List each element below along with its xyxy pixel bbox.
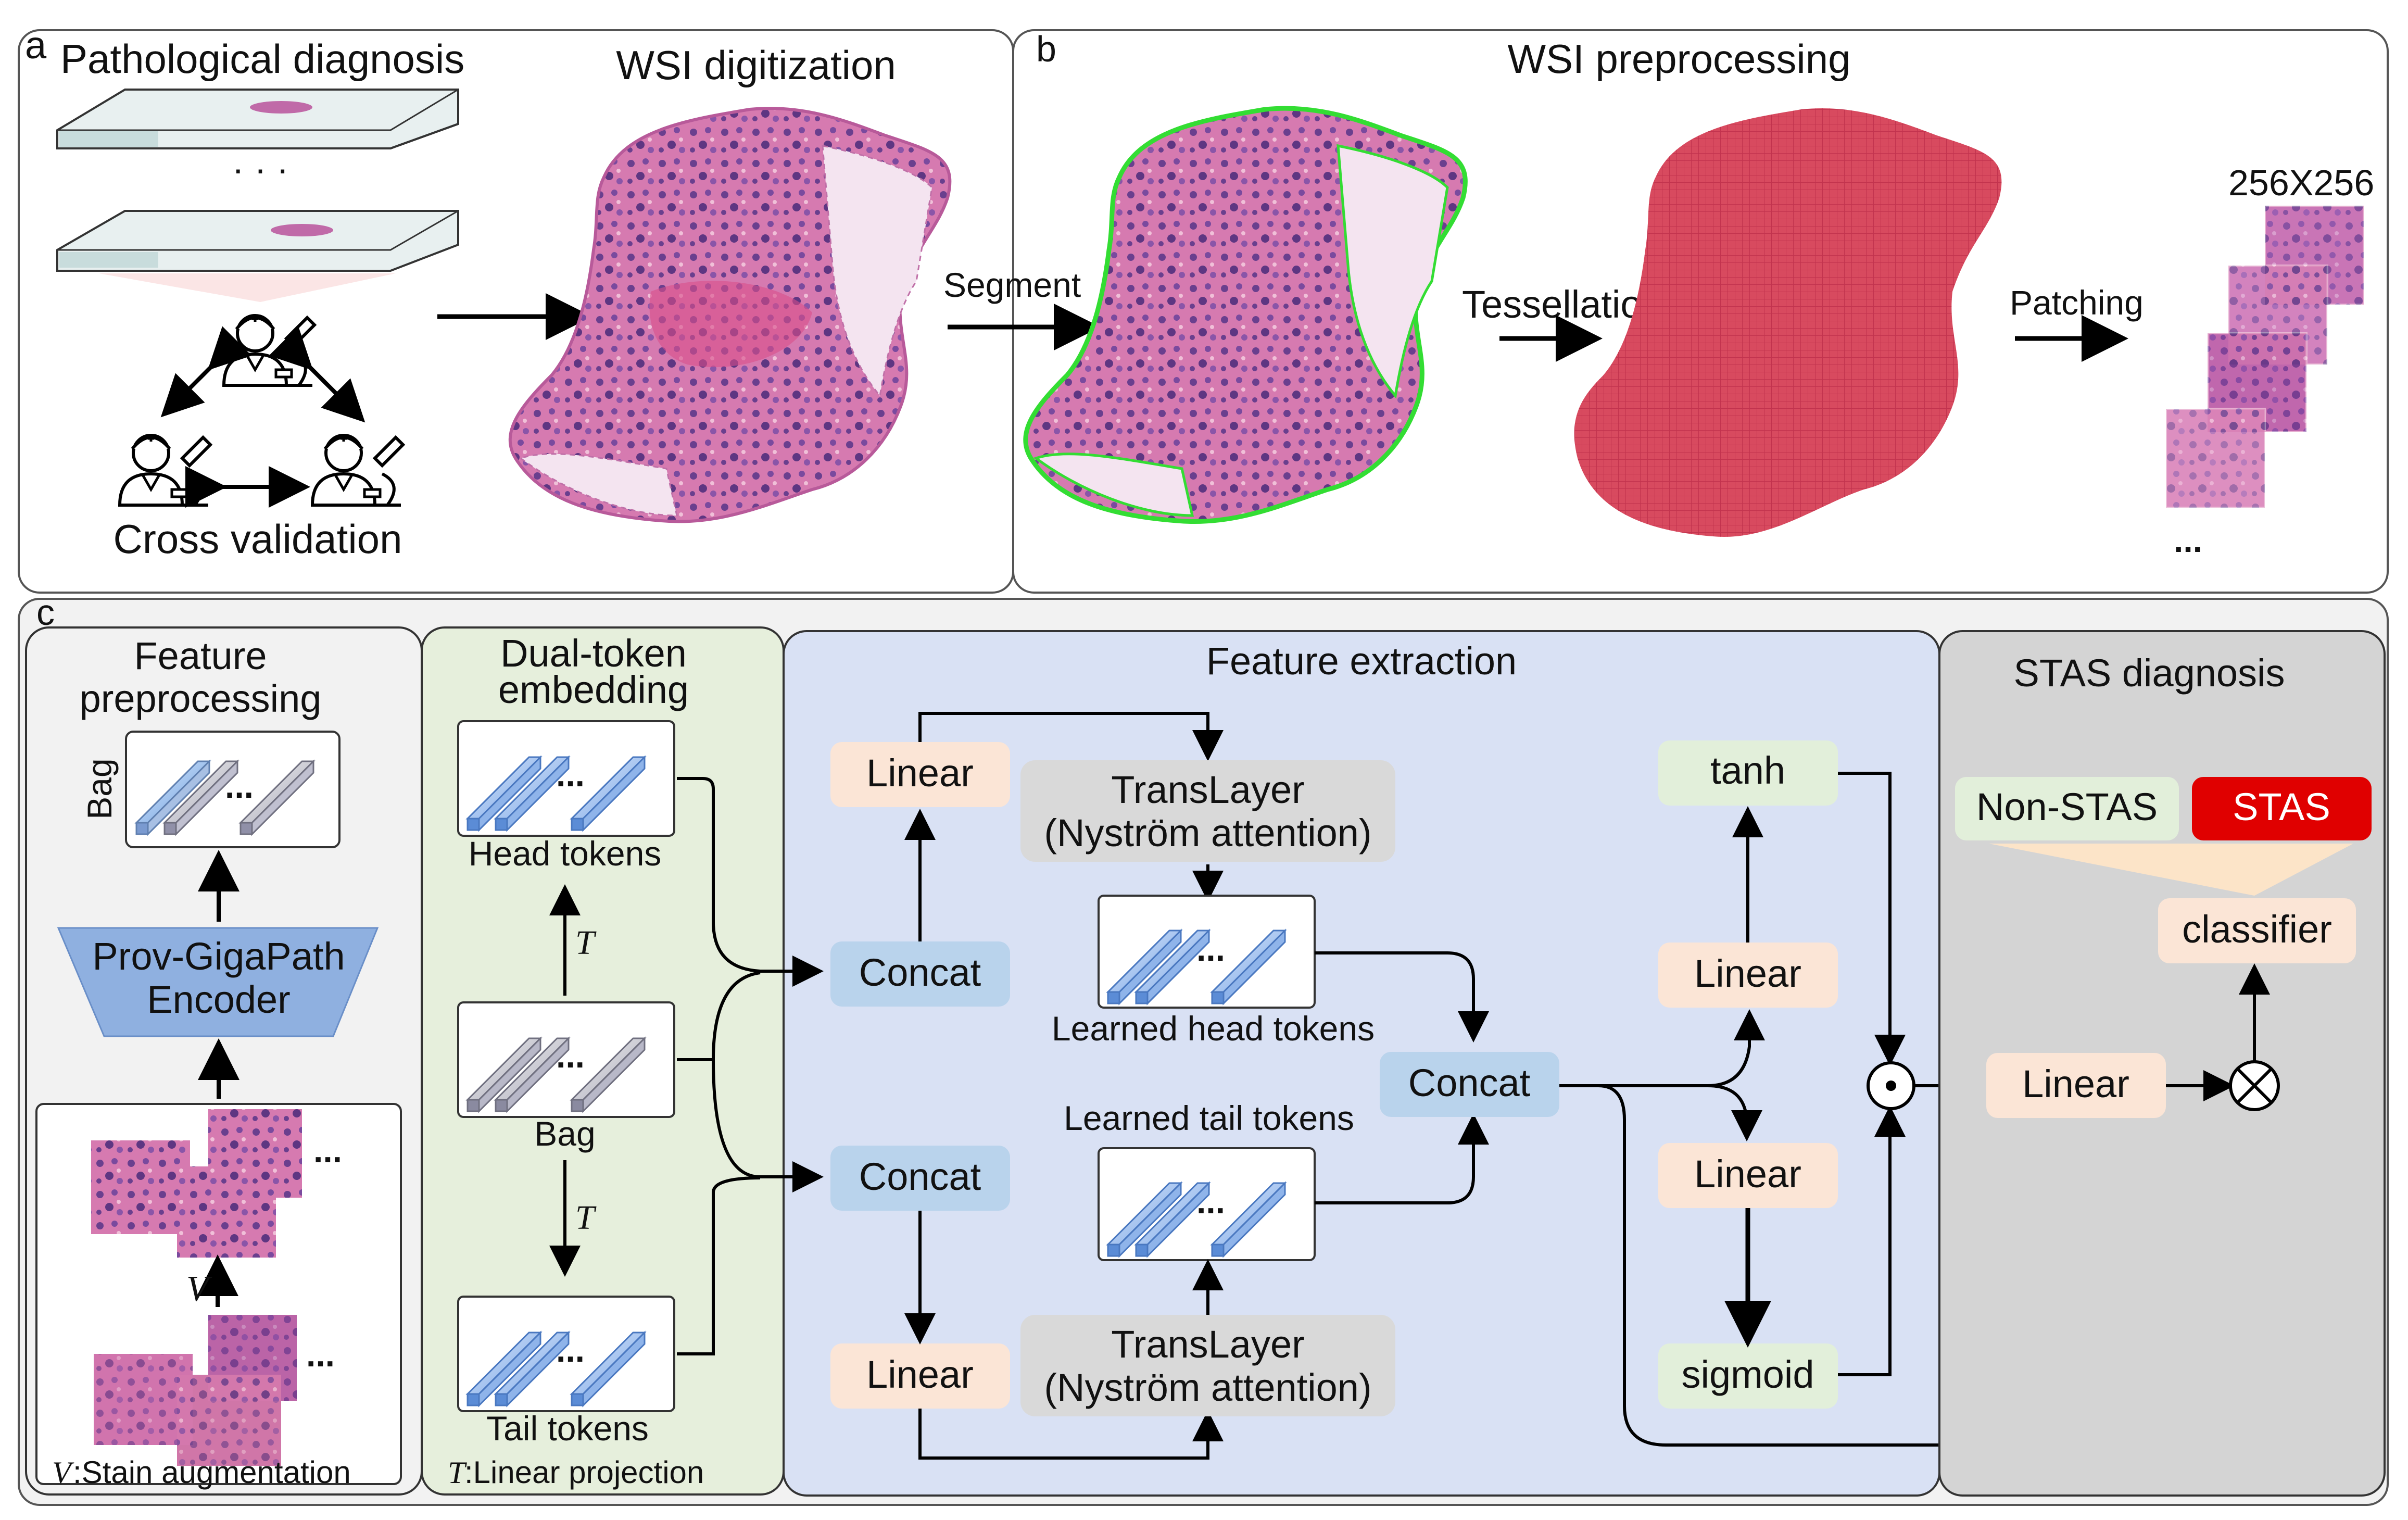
tanh-label: tanh xyxy=(1710,749,1785,792)
classifier-label: classifier xyxy=(2182,908,2332,951)
linear-tanh-label: Linear xyxy=(1694,952,1801,995)
translayer-top-title-2: (Nyström attention) xyxy=(1044,811,1371,855)
augment-dots-top: ... xyxy=(313,1131,342,1170)
translayer-top-title-1: TransLayer xyxy=(1111,768,1305,811)
stas-diagnosis-section: STAS diagnosis Non-STAS STAS classifier … xyxy=(1938,630,2386,1497)
segment-label: Segment xyxy=(943,266,1081,304)
linear-bottom-box xyxy=(830,1343,1010,1409)
sigmoid-box xyxy=(1658,1343,1838,1409)
concat-center-label: Concat xyxy=(1408,1061,1531,1104)
v-symbol: V xyxy=(186,1269,212,1309)
linear-sigmoid-box xyxy=(1658,1143,1838,1208)
elementwise-product-icon xyxy=(1867,1061,1915,1110)
stas-linear-label: Linear xyxy=(2022,1062,2129,1106)
concat-bottom-label: Concat xyxy=(859,1155,981,1198)
panel-a-letter: a xyxy=(25,23,47,67)
linear-top-box xyxy=(830,742,1010,807)
sigmoid-label: sigmoid xyxy=(1682,1353,1814,1396)
wsi-digitization-title: WSI digitization xyxy=(616,42,896,88)
non-stas-label: Non-STAS xyxy=(1976,785,2158,828)
translayer-top-box xyxy=(1020,760,1395,862)
concat-bottom-box xyxy=(830,1146,1010,1211)
t-symbol-up: T xyxy=(575,924,597,962)
embed-bag-label: Bag xyxy=(534,1114,595,1153)
feature-extraction-section: Feature extraction Linear Concat Concat … xyxy=(677,630,2270,1497)
dual-token-section: Dual-token embedding ... Head tokens T .… xyxy=(421,626,785,1496)
head-tokens-dots: ... xyxy=(556,755,585,794)
feature-preprocessing-section: Feature preprocessing Bag ... Prov-GigaP… xyxy=(25,626,423,1496)
embed-bag-dots: ... xyxy=(556,1036,585,1075)
tanh-box xyxy=(1658,740,1838,806)
concat-center-box xyxy=(1380,1052,1559,1117)
concat-top-label: Concat xyxy=(859,951,981,994)
encoder-trapezoid xyxy=(57,927,379,1037)
segmented-tissue-image xyxy=(1023,106,1468,524)
non-stas-box xyxy=(1955,777,2179,840)
head-tokens-label: Head tokens xyxy=(469,834,662,873)
feature-preprocessing-title-1: Feature xyxy=(134,634,267,677)
t-symbol-down: T xyxy=(575,1199,597,1237)
learned-head-dots: ... xyxy=(1196,929,1225,968)
panel-c-letter: c xyxy=(36,592,55,633)
cross-arrow-right xyxy=(269,326,365,423)
linear-tanh-box xyxy=(1658,943,1838,1008)
concat-top-box xyxy=(830,941,1010,1007)
dual-token-title-1: Dual-token xyxy=(500,632,687,675)
stas-linear-box xyxy=(1986,1053,2166,1118)
stas-label: STAS xyxy=(2233,785,2330,828)
cross-validation-label: Cross validation xyxy=(114,516,402,562)
tessellated-tissue-image xyxy=(1574,108,2002,537)
wsi-preprocessing-title: WSI preprocessing xyxy=(1508,36,1851,82)
linear-sigmoid-label: Linear xyxy=(1694,1152,1801,1196)
dual-token-title-2: embedding xyxy=(498,668,689,711)
bag-vertical-label: Bag xyxy=(80,758,119,819)
augmented-patches-top xyxy=(91,1109,302,1258)
bag-dots: ... xyxy=(225,767,254,805)
panel-b: b WSI preprocessing Segment Tessellation… xyxy=(943,29,2389,594)
wsi-tissue-image xyxy=(508,107,952,523)
stas-diagnosis-title: STAS diagnosis xyxy=(2014,651,2285,695)
linear-top-label: Linear xyxy=(866,751,974,795)
stain-footnote-text: :Stain augmentation xyxy=(73,1455,351,1490)
image-patches xyxy=(2165,205,2365,509)
tail-tokens-dots: ... xyxy=(556,1330,585,1369)
slides-ellipsis: · · · xyxy=(232,148,289,189)
panel-b-letter: b xyxy=(1036,29,1056,69)
augment-dots-bottom: ... xyxy=(306,1335,335,1374)
encoder-title-2: Encoder xyxy=(147,978,291,1021)
learned-tail-dots: ... xyxy=(1196,1182,1225,1221)
tail-tokens-label: Tail tokens xyxy=(486,1409,649,1448)
learned-head-label: Learned head tokens xyxy=(1052,1009,1375,1048)
panel-c: c Feature preprocessing Bag ... Prov-Gig… xyxy=(18,592,2389,1506)
cross-arrow-left xyxy=(160,326,252,418)
stain-footnote-symbol: V xyxy=(52,1455,74,1490)
stas-box xyxy=(2192,777,2372,840)
encoder-title-1: Prov-GigaPath xyxy=(92,935,345,978)
patches-ellipsis: ... xyxy=(2174,521,2202,559)
multiply-icon xyxy=(2229,1060,2280,1111)
translayer-bottom-title-1: TransLayer xyxy=(1111,1323,1305,1366)
projection-footnote-symbol: T xyxy=(448,1455,467,1490)
patch-size-label: 256X256 xyxy=(2228,162,2374,203)
patching-label: Patching xyxy=(2010,283,2144,322)
learned-tail-label: Learned tail tokens xyxy=(1064,1099,1354,1137)
glass-slide-bottom xyxy=(56,210,459,302)
projection-footnote-text: :Linear projection xyxy=(464,1455,704,1490)
linear-bottom-label: Linear xyxy=(866,1353,974,1396)
augmented-patches-bottom xyxy=(94,1315,297,1466)
classifier-box xyxy=(2158,898,2356,963)
feature-preprocessing-title-2: preprocessing xyxy=(80,677,322,720)
feature-extraction-title: Feature extraction xyxy=(1206,639,1517,683)
translayer-bottom-box xyxy=(1020,1315,1395,1416)
glass-slide-top xyxy=(56,89,459,149)
classifier-funnel xyxy=(1989,844,2353,896)
pathological-diagnosis-title: Pathological diagnosis xyxy=(60,36,464,82)
panel-a: a Pathological diagnosis WSI digitizatio… xyxy=(18,23,1014,594)
translayer-bottom-title-2: (Nyström attention) xyxy=(1044,1366,1371,1409)
